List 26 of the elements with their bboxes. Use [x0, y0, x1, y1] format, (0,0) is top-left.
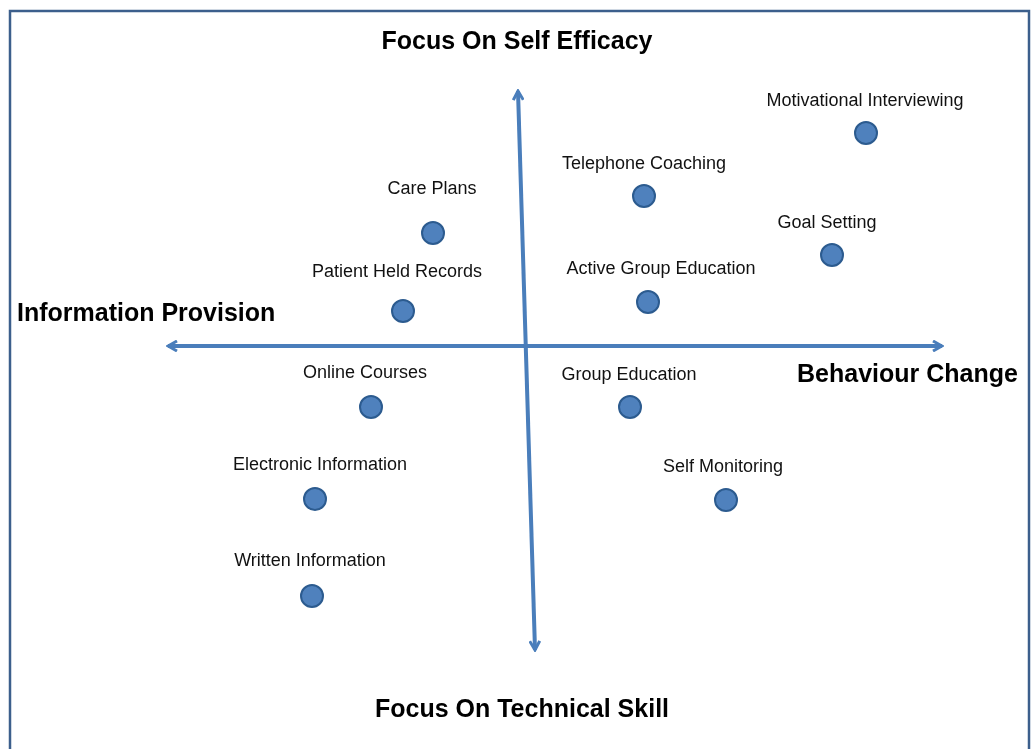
point-marker — [618, 395, 642, 419]
point-label: Goal Setting — [777, 211, 877, 233]
point-marker — [359, 395, 383, 419]
point-label: Telephone Coaching — [561, 152, 727, 174]
point-label: Written Information — [234, 549, 386, 571]
point-label: Care Plans — [387, 177, 477, 199]
point-marker — [636, 290, 660, 314]
axis-label: Focus On Self Efficacy — [381, 25, 653, 55]
point-marker — [632, 184, 656, 208]
axis-label: Focus On Technical Skill — [374, 693, 670, 723]
point-label: Self Monitoring — [662, 455, 784, 477]
point-marker — [421, 221, 445, 245]
point-marker — [854, 121, 878, 145]
point-label: Group Education — [561, 363, 697, 385]
point-marker — [714, 488, 738, 512]
point-marker — [820, 243, 844, 267]
axis-label: Behaviour Change — [797, 358, 1018, 388]
point-label: Patient Held Records — [311, 260, 483, 282]
point-label: Electronic Information — [232, 453, 408, 475]
point-marker — [391, 299, 415, 323]
axis-label: Information Provision — [17, 297, 276, 327]
point-label: Online Courses — [302, 361, 428, 383]
point-marker — [300, 584, 324, 608]
point-marker — [303, 487, 327, 511]
point-label: Motivational Interviewing — [766, 89, 964, 111]
point-label: Active Group Education — [566, 257, 756, 279]
